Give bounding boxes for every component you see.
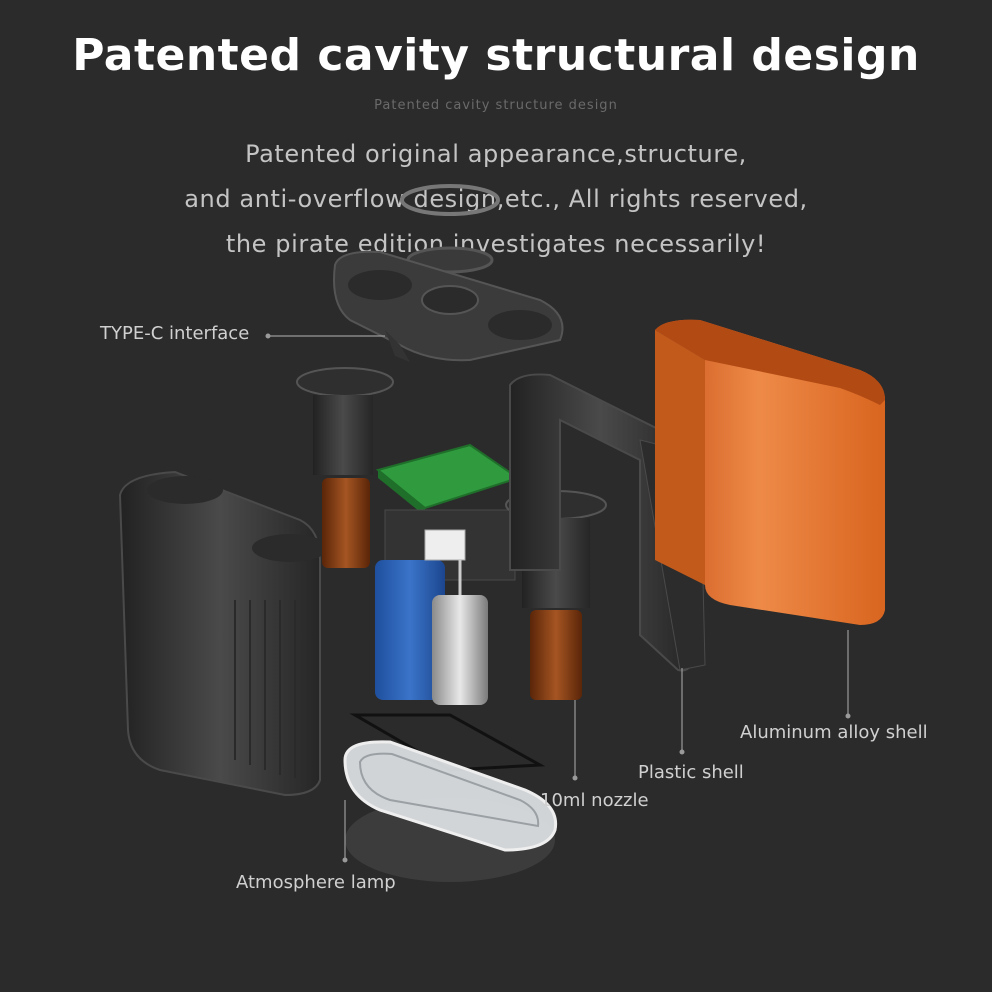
callout-type-c: TYPE-C interface [100,323,250,344]
callout-leader-lines [270,335,849,860]
battery-part [375,560,445,700]
callout-dots [265,333,851,863]
callout-aluminum-shell: Aluminum alloy shell [740,722,928,743]
top-ring-part [400,184,500,274]
top-plate-part [333,250,564,362]
aluminum-shell-part [655,319,885,625]
description-line-2: and anti-overflow design,etc., All right… [184,185,808,213]
callout-nozzle: 10ml nozzle [540,790,649,811]
pcb-part [375,443,521,516]
description-line-3: the pirate edition investigates necessar… [225,230,767,258]
left-nozzle-part [296,367,394,568]
page-subtitle: Patented cavity structure design [374,98,618,113]
page-title: Patented cavity structural design [72,30,920,81]
pump-motor-part [424,529,488,705]
callout-plastic-shell: Plastic shell [638,762,744,783]
atmosphere-lamp-part [343,740,558,882]
left-chassis-part [118,470,328,797]
description-line-1: Patented original appearance,structure, [245,140,747,168]
callout-atmosphere-lamp: Atmosphere lamp [236,872,396,893]
